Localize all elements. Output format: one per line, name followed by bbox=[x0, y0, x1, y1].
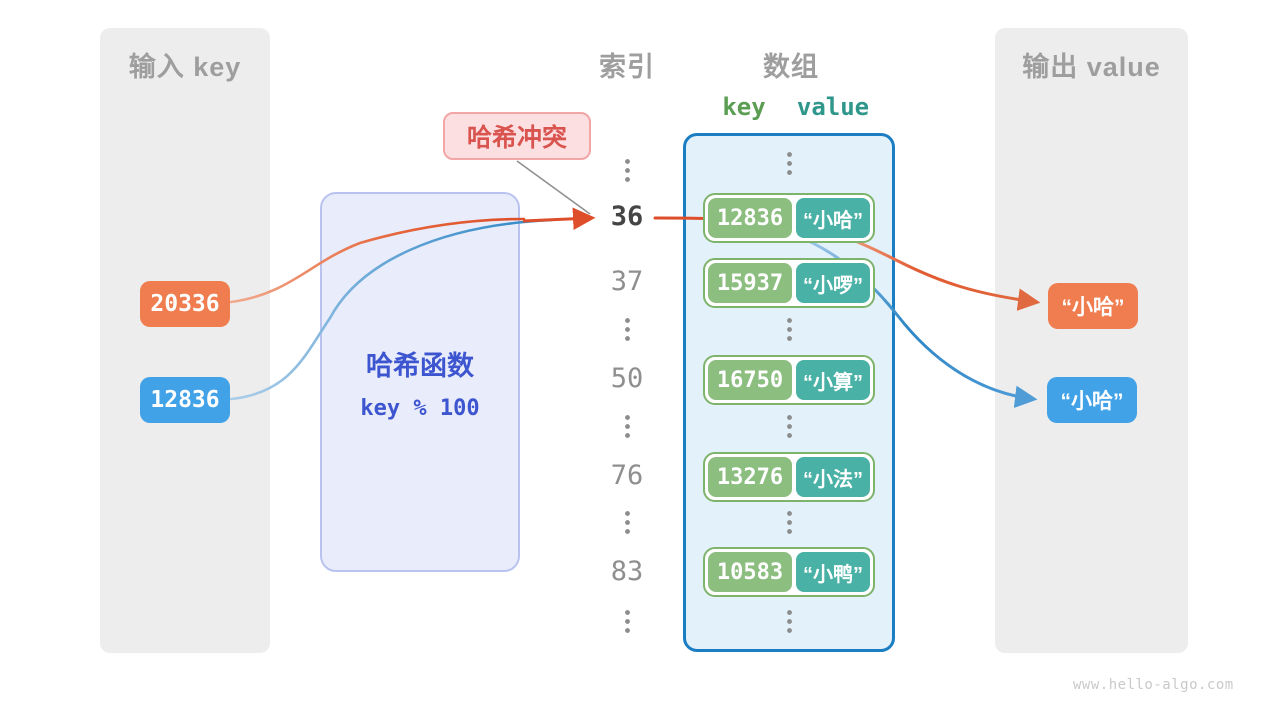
array-entry-76: 13276 “小法” bbox=[703, 452, 875, 502]
index-ellipsis bbox=[625, 318, 630, 344]
index-83: 83 bbox=[610, 556, 644, 587]
array-ellipsis bbox=[787, 318, 792, 344]
array-ellipsis bbox=[787, 511, 792, 537]
output-panel-title: 输出 value bbox=[1022, 52, 1161, 82]
entry-key: 12836 bbox=[708, 198, 792, 238]
hash-function-box: 哈希函数 key % 100 bbox=[320, 192, 520, 572]
entry-key: 10583 bbox=[708, 552, 792, 592]
input-panel-title: 输入 key bbox=[128, 52, 242, 82]
entry-value: “小算” bbox=[796, 360, 870, 400]
array-entry-83: 10583 “小鸭” bbox=[703, 547, 875, 597]
input-key-12836-label: 12836 bbox=[150, 387, 220, 413]
index-37: 37 bbox=[610, 266, 644, 297]
output-value-correct: “小哈” bbox=[1047, 377, 1137, 423]
input-key-12836: 12836 bbox=[140, 377, 230, 423]
output-value-panel: 输出 value bbox=[995, 28, 1188, 653]
index-76: 76 bbox=[610, 460, 644, 491]
array-value-header: value bbox=[796, 93, 870, 121]
index-ellipsis bbox=[625, 511, 630, 537]
hash-function-formula: key % 100 bbox=[360, 396, 480, 421]
entry-value: “小哈” bbox=[796, 198, 870, 238]
entry-value: “小法” bbox=[796, 457, 870, 497]
entry-value: “小啰” bbox=[796, 263, 870, 303]
array-ellipsis bbox=[787, 152, 792, 178]
array-entry-36: 12836 “小哈” bbox=[703, 193, 875, 243]
watermark: www.hello-algo.com bbox=[1073, 677, 1234, 693]
index-ellipsis bbox=[625, 610, 630, 636]
collision-pointer-line bbox=[516, 160, 591, 215]
arrow-hash-to-index36 bbox=[522, 207, 596, 231]
index-36: 36 bbox=[610, 201, 644, 232]
index-50: 50 bbox=[610, 363, 644, 394]
entry-key: 16750 bbox=[708, 360, 792, 400]
entry-key: 15937 bbox=[708, 263, 792, 303]
input-key-20336-label: 20336 bbox=[150, 291, 220, 317]
array-entry-37: 15937 “小啰” bbox=[703, 258, 875, 308]
hash-collision-badge: 哈希冲突 bbox=[443, 112, 591, 160]
array-ellipsis bbox=[787, 610, 792, 636]
entry-value: “小鸭” bbox=[796, 552, 870, 592]
entry-key: 13276 bbox=[708, 457, 792, 497]
index-ellipsis bbox=[625, 415, 630, 441]
array-entry-50: 16750 “小算” bbox=[703, 355, 875, 405]
index-ellipsis bbox=[625, 159, 630, 185]
array-key-header: key bbox=[722, 93, 766, 121]
input-key-20336: 20336 bbox=[140, 281, 230, 327]
output-value-correct-label: “小哈” bbox=[1060, 390, 1124, 413]
array-ellipsis bbox=[787, 415, 792, 441]
output-value-collision-label: “小哈” bbox=[1061, 296, 1125, 319]
array-column-title: 数组 bbox=[763, 52, 819, 82]
index-column-title: 索引 bbox=[599, 52, 655, 82]
output-value-collision: “小哈” bbox=[1048, 283, 1138, 329]
input-key-panel: 输入 key bbox=[100, 28, 270, 653]
hash-function-name: 哈希函数 bbox=[366, 351, 474, 381]
hash-collision-label: 哈希冲突 bbox=[466, 124, 567, 152]
